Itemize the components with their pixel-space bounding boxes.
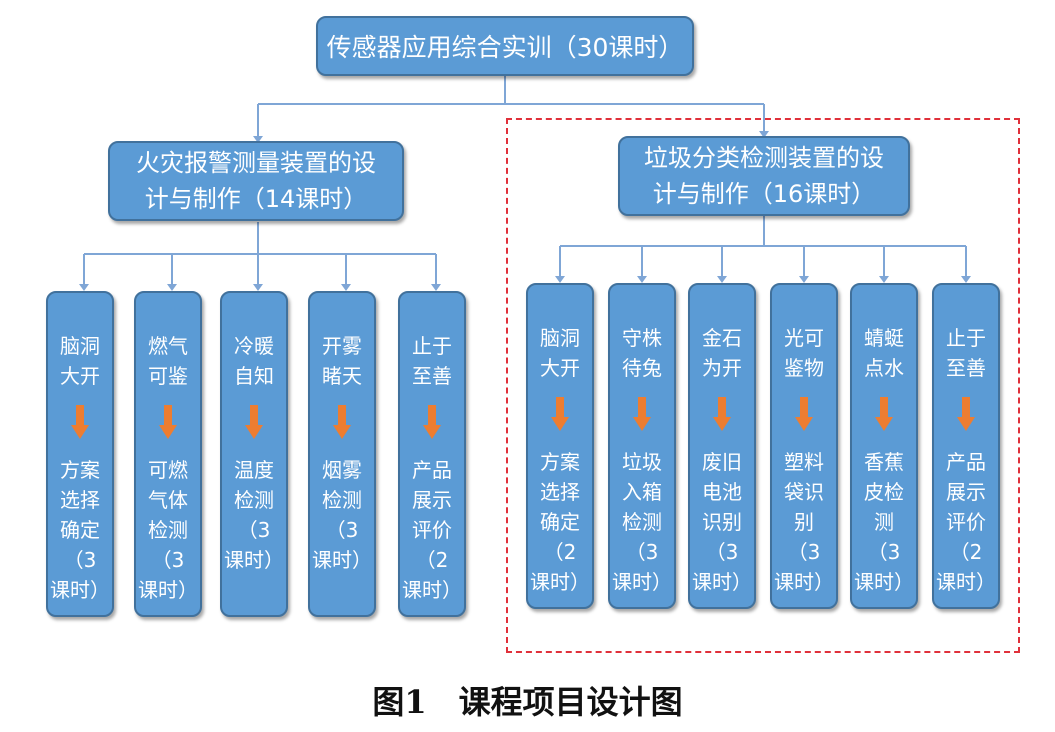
branch-label-line1: 火灾报警测量装置的设 xyxy=(136,149,376,177)
figure-caption: 图1 课程项目设计图 xyxy=(372,683,683,721)
leaf-title: 守株 待兔 xyxy=(622,326,662,380)
leaf-detail: 可燃 气体 检测 （3 课时） xyxy=(138,458,198,602)
leaf-title: 冷暖 自知 xyxy=(234,334,274,388)
down-arrow-icon xyxy=(333,405,351,439)
leaf-detail: 产品 展示 评价 （2 课时） xyxy=(402,458,462,602)
leaf-title: 脑洞 大开 xyxy=(60,334,100,388)
branch-label-line1: 垃圾分类检测装置的设 xyxy=(644,144,884,172)
leaf-node: 止于 至善 产品 展示 评价 （2 课时） xyxy=(932,283,1000,609)
leaf-node: 脑洞 大开 方案 选择 确定 （3 课时） xyxy=(46,291,114,617)
down-arrow-icon xyxy=(245,405,263,439)
leaf-detail: 温度 检测 （3 课时） xyxy=(224,458,284,572)
branch-label-line2: 计与制作（14课时） xyxy=(144,185,368,213)
down-arrow-icon xyxy=(795,397,813,431)
leaf-detail: 方案 选择 确定 （3 课时） xyxy=(50,458,110,602)
down-arrow-icon xyxy=(957,397,975,431)
leaf-title: 止于 至善 xyxy=(412,334,452,388)
leaf-title: 开雾 睹天 xyxy=(322,334,362,388)
leaf-node: 燃气 可鉴 可燃 气体 检测 （3 课时） xyxy=(134,291,202,617)
down-arrow-icon xyxy=(423,405,441,439)
leaf-node: 开雾 睹天 烟雾 检测 （3 课时） xyxy=(308,291,376,617)
leaf-detail: 产品 展示 评价 （2 课时） xyxy=(936,450,996,594)
leaf-detail: 垃圾 入箱 检测 （3 课时） xyxy=(612,450,672,594)
leaf-detail: 烟雾 检测 （3 课时） xyxy=(312,458,372,572)
down-arrow-icon xyxy=(551,397,569,431)
leaf-title: 光可 鉴物 xyxy=(784,326,824,380)
leaf-node: 蜻蜓 点水 香蕉 皮检 测 （3 课时） xyxy=(850,283,918,609)
leaf-node: 光可 鉴物 塑料 袋识 别 （3 课时） xyxy=(770,283,838,609)
branch-node-garbage-sorting: 垃圾分类检测装置的设 计与制作（16课时） xyxy=(618,136,910,216)
root-node: 传感器应用综合实训（30课时） xyxy=(316,16,694,76)
leaf-title: 金石 为开 xyxy=(702,326,742,380)
leaf-title: 脑洞 大开 xyxy=(540,326,580,380)
leaf-node: 脑洞 大开 方案 选择 确定 （2 课时） xyxy=(526,283,594,609)
leaf-node: 冷暖 自知 温度 检测 （3 课时） xyxy=(220,291,288,617)
down-arrow-icon xyxy=(71,405,89,439)
leaf-title: 止于 至善 xyxy=(946,326,986,380)
root-label: 传感器应用综合实训（30课时） xyxy=(326,33,684,62)
branch-node-fire-alarm: 火灾报警测量装置的设 计与制作（14课时） xyxy=(108,141,404,221)
leaf-detail: 香蕉 皮检 测 （3 课时） xyxy=(854,450,914,594)
down-arrow-icon xyxy=(633,397,651,431)
leaf-node: 金石 为开 废旧 电池 识别 （3 课时） xyxy=(688,283,756,609)
down-arrow-icon xyxy=(875,397,893,431)
leaf-detail: 废旧 电池 识别 （3 课时） xyxy=(692,450,752,594)
leaf-detail: 方案 选择 确定 （2 课时） xyxy=(530,450,590,594)
down-arrow-icon xyxy=(713,397,731,431)
highlight-dashed-frame xyxy=(506,118,1020,653)
leaf-detail: 塑料 袋识 别 （3 课时） xyxy=(774,450,834,594)
leaf-node: 止于 至善 产品 展示 评价 （2 课时） xyxy=(398,291,466,617)
leaf-node: 守株 待兔 垃圾 入箱 检测 （3 课时） xyxy=(608,283,676,609)
leaf-title: 燃气 可鉴 xyxy=(148,334,188,388)
leaf-title: 蜻蜓 点水 xyxy=(864,326,904,380)
down-arrow-icon xyxy=(159,405,177,439)
branch-label-line2: 计与制作（16课时） xyxy=(652,180,876,208)
